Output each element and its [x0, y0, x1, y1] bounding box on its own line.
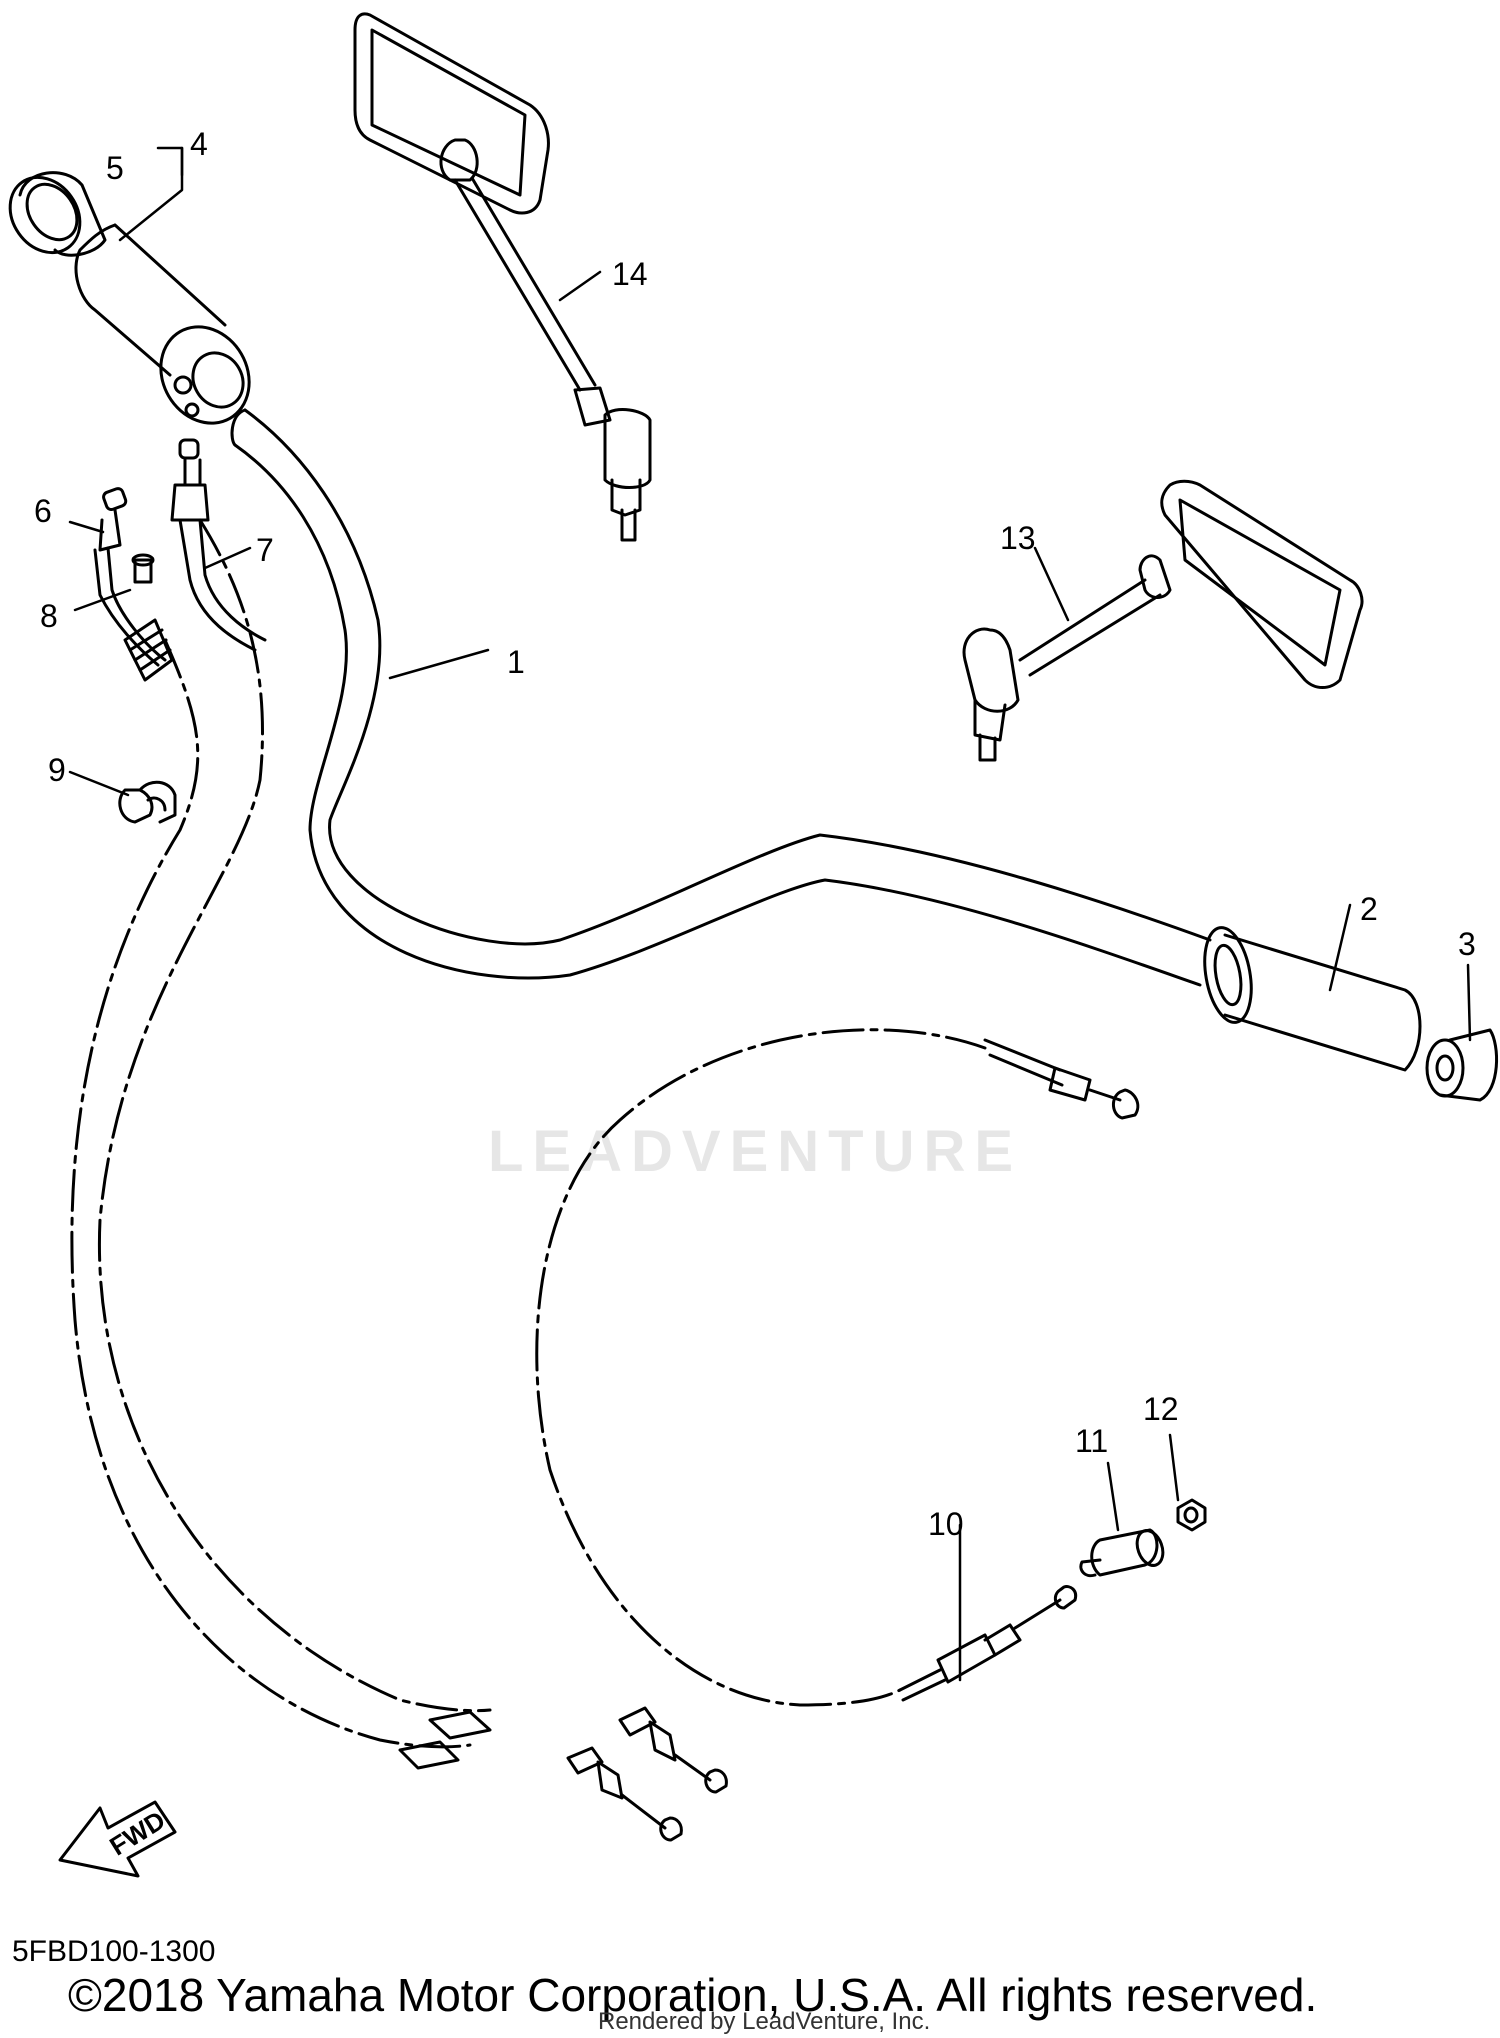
bushing-part-11 — [1079, 1528, 1165, 1578]
callout-2: 2 — [1360, 891, 1378, 927]
watermark-text: LEADVENTURE — [488, 1119, 1023, 1184]
upper-cable-end — [983, 1038, 1140, 1120]
cables — [70, 518, 987, 1749]
cable-adjuster — [123, 618, 174, 682]
callout-9: 9 — [48, 752, 66, 788]
callout-10: 10 — [928, 1506, 964, 1542]
nut-part-12 — [1176, 1498, 1207, 1532]
grip-collar-part-5 — [8, 171, 107, 257]
diagram-code: 5FBD100-1300 — [12, 1935, 216, 1968]
callout-3: 3 — [1458, 926, 1476, 962]
cable-end-part-6 — [93, 487, 167, 667]
callout-13: 13 — [1000, 520, 1036, 556]
lower-cable-ends — [398, 1706, 728, 1842]
leader-lines — [68, 146, 1472, 1682]
screw-part-8 — [131, 553, 155, 584]
fwd-arrow — [58, 1800, 177, 1878]
callout-4: 4 — [190, 126, 208, 162]
right-mirror-part-13 — [962, 479, 1364, 762]
callout-11: 11 — [1075, 1423, 1109, 1459]
callout-6: 6 — [34, 493, 52, 529]
callout-12: 12 — [1143, 1391, 1179, 1427]
cable-part-7 — [170, 438, 267, 652]
callout-8: 8 — [40, 598, 58, 634]
callout-1: 1 — [507, 644, 525, 680]
throttle-grip-part-4 — [74, 223, 251, 425]
clamp-part-9 — [118, 780, 177, 824]
right-grip-part-2 — [1203, 926, 1422, 1072]
cable-end-part-10 — [898, 1585, 1078, 1702]
bar-end-part-3 — [1425, 1028, 1499, 1102]
callout-7: 7 — [256, 532, 274, 568]
rendered-by-notice: Rendered by LeadVenture, Inc. — [598, 2008, 931, 2035]
callout-14: 14 — [612, 256, 648, 292]
callout-5: 5 — [106, 150, 124, 186]
handlebar-part-1 — [230, 408, 1212, 987]
left-mirror-part-14 — [353, 12, 652, 542]
copyright-notice: ©2018 Yamaha Motor Corporation, U.S.A. A… — [68, 1969, 1318, 2021]
